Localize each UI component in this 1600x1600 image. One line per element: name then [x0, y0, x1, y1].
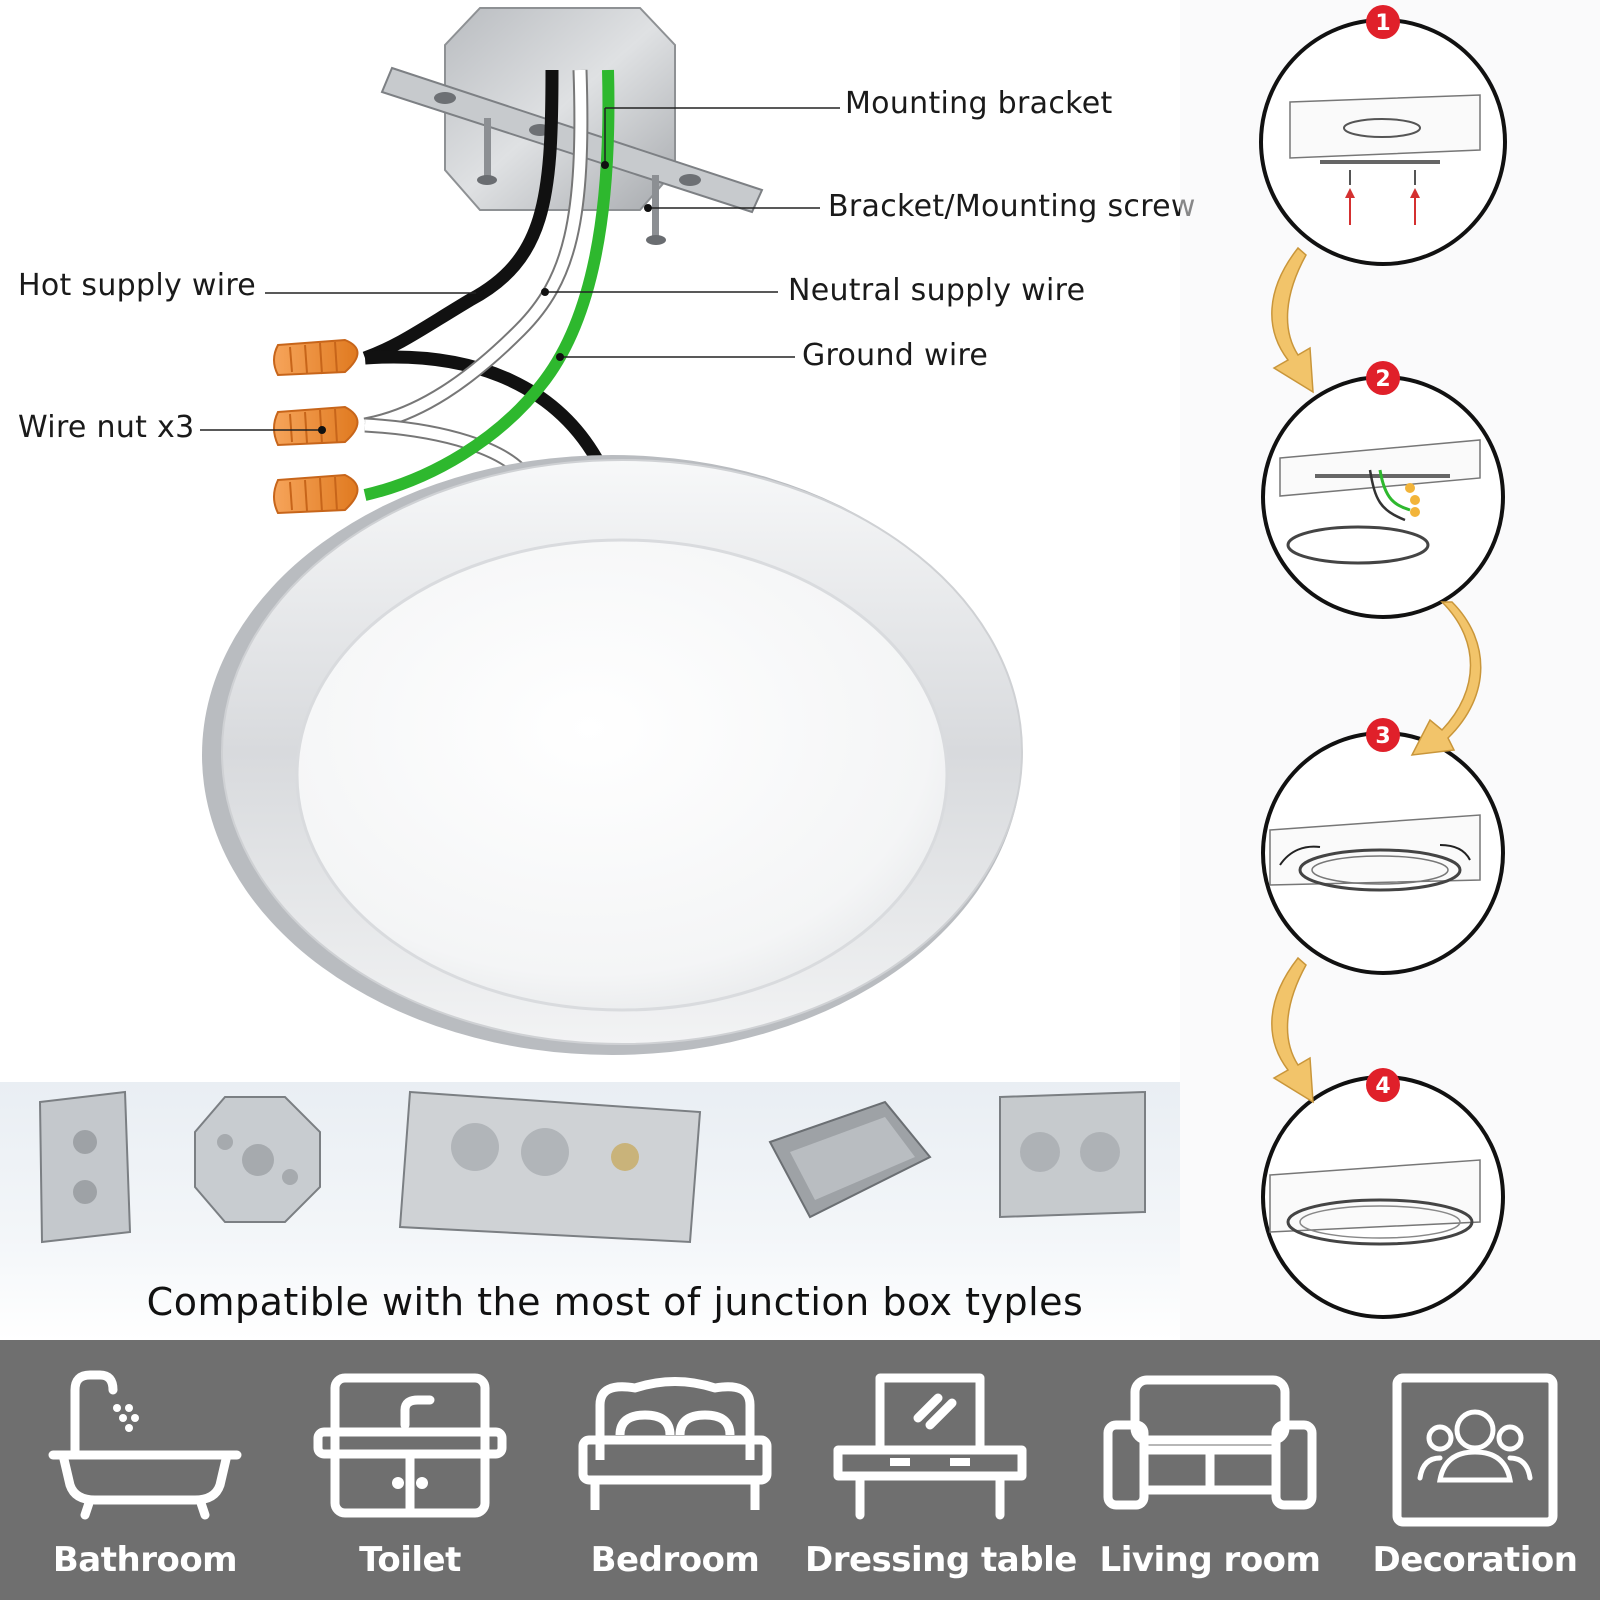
mounting-screw [652, 175, 659, 237]
neutral-supply-wire-label: Neutral supply wire [788, 273, 1086, 308]
sofa-icon [1103, 1375, 1317, 1510]
flow-arrow [1271, 246, 1482, 1104]
step-number: 4 [1375, 1074, 1390, 1099]
room-label: Toilet [359, 1540, 461, 1580]
bed-icon [578, 1377, 772, 1510]
hot-supply-wire [362, 69, 559, 365]
room-toilet: Toilet [285, 1340, 535, 1600]
bathtub-icon [48, 1370, 242, 1520]
fixture-lens [295, 538, 949, 1012]
installation-steps: 1 2 3 4 [1180, 0, 1600, 1340]
room-living-room: Living room [1085, 1340, 1335, 1600]
junction-box-rectangular [38, 1090, 132, 1244]
room-label: Living room [1099, 1540, 1321, 1580]
compatibility-caption: Compatible with the most of junction box… [146, 1280, 1084, 1324]
junction-box-octagon [194, 1096, 321, 1223]
ground-wire-label: Ground wire [802, 338, 989, 373]
bracket-screw [484, 118, 491, 176]
step-2-connect-wires [1261, 375, 1505, 619]
room-label: Dressing table [805, 1540, 1077, 1580]
mounting-bracket-label: Mounting bracket [845, 86, 1113, 121]
step-number: 1 [1375, 11, 1390, 36]
fixture-wiring-illustration [200, 7, 1023, 1055]
step-number: 2 [1375, 367, 1390, 392]
wire-nut [273, 473, 359, 515]
step-1-install-bracket [1259, 18, 1507, 266]
people-icon [1392, 1373, 1558, 1527]
step-badge-3: 3 [1366, 718, 1400, 752]
room-decoration: Decoration [1350, 1340, 1600, 1600]
room-label: Bathroom [52, 1540, 238, 1580]
step-badge-4: 4 [1366, 1068, 1400, 1102]
step-number: 3 [1375, 724, 1390, 749]
room-bedroom: Bedroom [550, 1340, 800, 1600]
room-label: Bedroom [590, 1540, 760, 1580]
junction-box-double [398, 1090, 702, 1244]
step-3-twist-lock [1261, 731, 1505, 975]
dressing-table-icon [833, 1373, 1027, 1520]
room-applications: Bathroom Toilet [0, 1340, 1600, 1600]
wire-nut [273, 338, 359, 377]
mounting-bracket [380, 66, 764, 214]
bracket-screw-label: Bracket/Mounting screw [828, 189, 1196, 224]
ground-wire [363, 69, 615, 501]
wire-nut [273, 405, 359, 447]
step-4-finished [1261, 1075, 1505, 1319]
room-dressing-table: Dressing table [805, 1340, 1077, 1600]
junction-box-square [999, 1090, 1146, 1219]
room-label: Decoration [1372, 1540, 1578, 1580]
room-bathroom: Bathroom [20, 1340, 270, 1600]
wire-nut-label: Wire nut x3 [18, 410, 195, 445]
step-badge-1: 1 [1366, 5, 1400, 39]
hot-supply-wire-label: Hot supply wire [18, 268, 257, 303]
junction-box-angled [768, 1100, 932, 1219]
junction-box-gallery [0, 1082, 1180, 1340]
sink-cabinet-icon [313, 1373, 507, 1518]
step-badge-2: 2 [1366, 361, 1400, 395]
